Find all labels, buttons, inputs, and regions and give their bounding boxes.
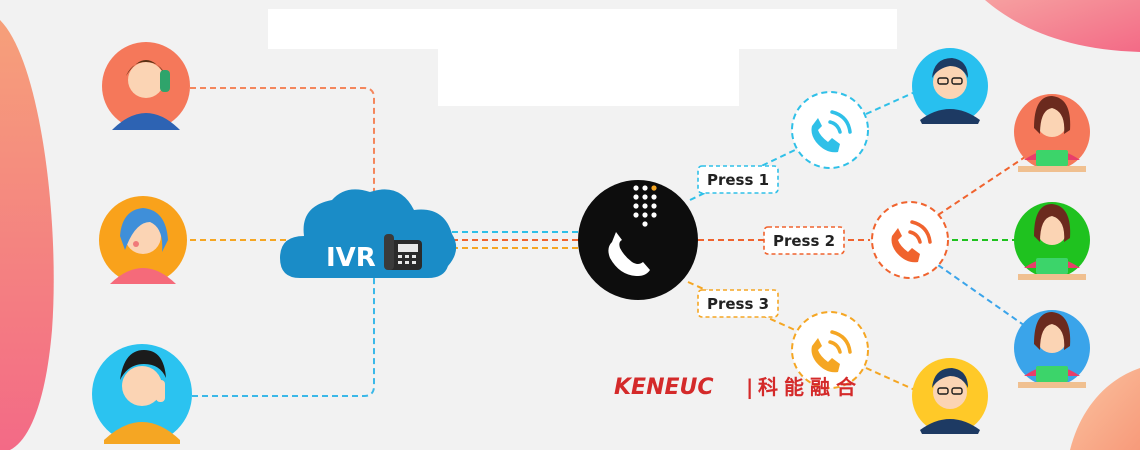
press3-to-agent-line — [865, 367, 916, 391]
press2-to-agent1-line — [937, 154, 1029, 216]
phone-icon — [384, 234, 422, 270]
agent-right-3-avatar — [1014, 310, 1090, 388]
press3-label: Press 3 — [697, 289, 779, 318]
caller-top-avatar — [102, 42, 190, 130]
title-block-top — [268, 9, 897, 49]
press2-call-icon — [871, 201, 949, 279]
svg-text:Press 1: Press 1 — [707, 171, 769, 189]
title-block-bottom — [438, 49, 739, 106]
agent-bottom-male-avatar — [912, 358, 988, 434]
press3-call-icon — [791, 311, 869, 389]
svg-text:Press 2: Press 2 — [773, 232, 835, 250]
brand-logo: KENEUC | 科能融合 — [614, 375, 862, 400]
press1-to-agent-line — [865, 91, 916, 115]
caller-top-connector — [190, 87, 375, 208]
press2-label: Press 2 — [763, 226, 845, 255]
svg-text:科能融合: 科能融合 — [758, 375, 862, 399]
top-right-decorative-blob — [985, 0, 1140, 52]
press1-call-icon — [791, 91, 869, 169]
press2-to-agent3-line — [937, 264, 1029, 329]
ivr-label: IVR — [326, 243, 376, 273]
caller-bottom-avatar — [92, 344, 192, 444]
svg-text:|: | — [746, 375, 759, 399]
agent-top-male-avatar — [912, 48, 988, 124]
caller-middle-avatar — [99, 196, 187, 284]
svg-text:KENEUC: KENEUC — [614, 375, 714, 400]
svg-text:Press 3: Press 3 — [707, 295, 769, 313]
agent-right-1-avatar — [1014, 94, 1090, 172]
left-decorative-blob — [0, 20, 54, 450]
bottom-right-decorative-blob — [1070, 368, 1140, 450]
agent-right-2-avatar — [1014, 202, 1090, 280]
caller-bottom-connector — [192, 272, 375, 397]
keypad-phone-icon — [578, 180, 698, 300]
press1-label: Press 1 — [697, 165, 779, 194]
